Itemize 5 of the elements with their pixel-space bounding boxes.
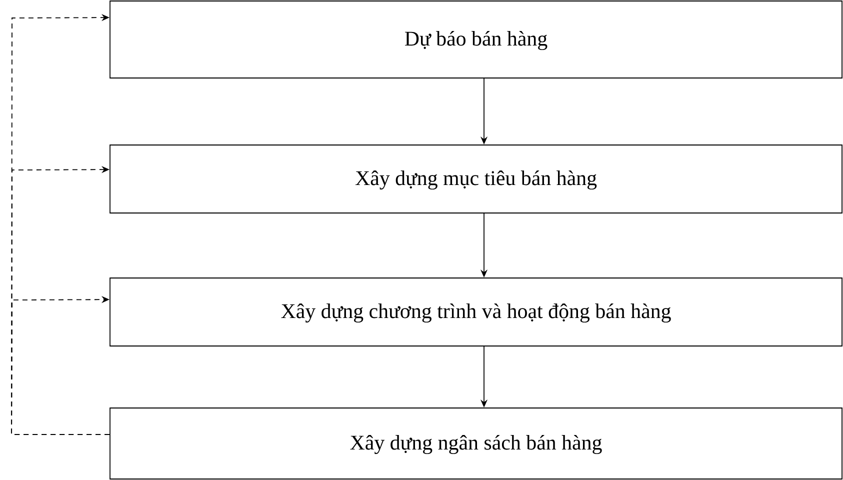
- process-box: Xây dựng mục tiêu bán hàng: [110, 144, 842, 214]
- process-box: Xây dựng ngân sách bán hàng: [110, 408, 842, 480]
- process-box: Xây dựng chương trình và hoạt động bán hàng: [110, 278, 842, 346]
- process-box: Dự báo bán hàng: [110, 0, 842, 78]
- arrow: [11, 296, 110, 435]
